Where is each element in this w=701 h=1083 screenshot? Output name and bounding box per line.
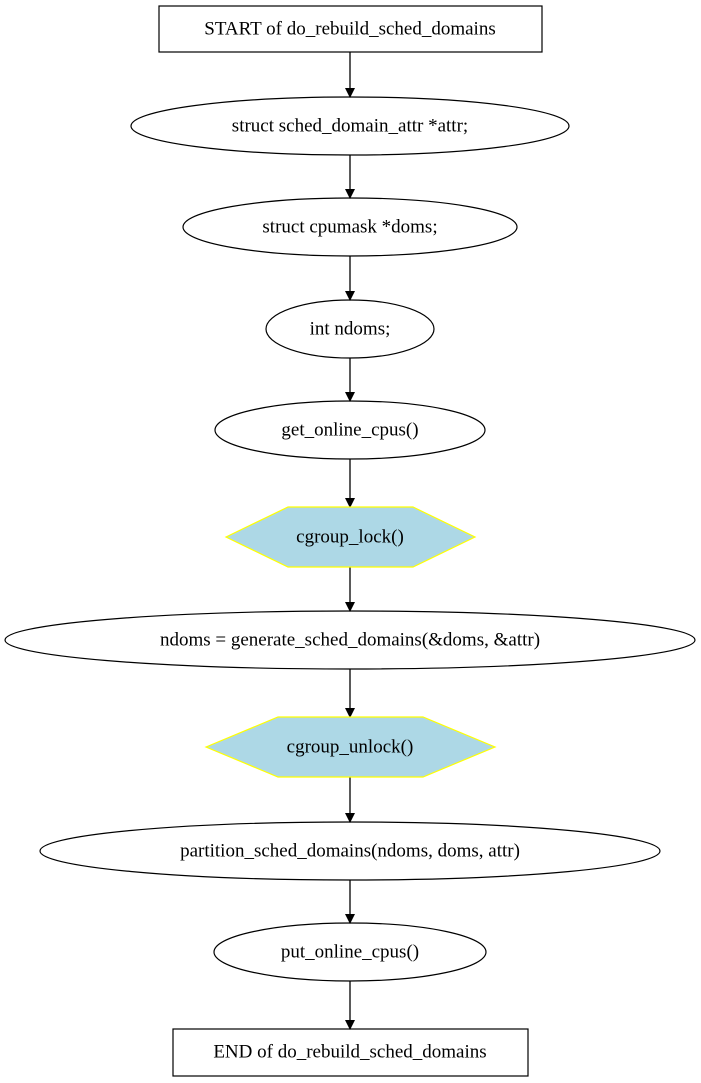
attr-decl-label: struct sched_domain_attr *attr; [232, 116, 468, 137]
put-online-cpus-node: put_online_cpus() [213, 922, 487, 982]
cgroup-unlock-label: cgroup_unlock() [287, 737, 414, 758]
doms-decl-node: struct cpumask *doms; [182, 197, 518, 257]
partition-sched-domains-label: partition_sched_domains(ndoms, doms, att… [180, 841, 520, 862]
get-online-cpus-node: get_online_cpus() [214, 400, 486, 460]
ndoms-decl-node: int ndoms; [265, 299, 435, 359]
get-online-cpus-label: get_online_cpus() [281, 420, 418, 441]
start-node: START of do_rebuild_sched_domains [158, 5, 543, 53]
generate-sched-domains-label: ndoms = generate_sched_domains(&doms, &a… [160, 630, 540, 651]
put-online-cpus-label: put_online_cpus() [281, 942, 419, 963]
end-node-label: END of do_rebuild_sched_domains [213, 1042, 486, 1063]
end-node: END of do_rebuild_sched_domains [172, 1028, 529, 1077]
generate-sched-domains-node: ndoms = generate_sched_domains(&doms, &a… [4, 610, 696, 670]
ndoms-decl-label: int ndoms; [310, 319, 391, 340]
cgroup-lock-node: cgroup_lock() [224, 506, 477, 568]
cgroup-lock-label: cgroup_lock() [296, 527, 404, 548]
start-node-label: START of do_rebuild_sched_domains [204, 19, 495, 40]
doms-decl-label: struct cpumask *doms; [262, 217, 437, 238]
attr-decl-node: struct sched_domain_attr *attr; [130, 96, 570, 156]
partition-sched-domains-node: partition_sched_domains(ndoms, doms, att… [39, 821, 661, 881]
cgroup-unlock-node: cgroup_unlock() [204, 716, 497, 778]
